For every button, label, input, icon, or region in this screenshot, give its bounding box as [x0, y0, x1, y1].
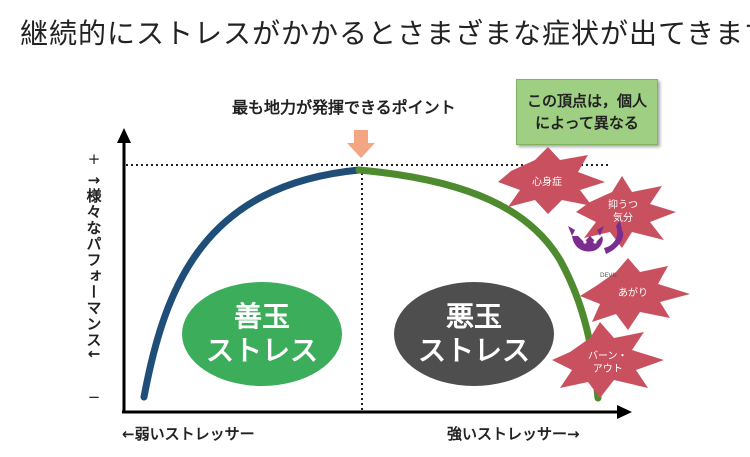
symptom-shinshinsho: 心身症	[532, 177, 562, 188]
good-stress-line-2: ストレス	[205, 334, 318, 367]
peak-point-label: 最も地力が発揮できるポイント	[232, 98, 456, 117]
y-axis-minus: −	[87, 388, 101, 406]
x-axis-arrowhead	[617, 405, 632, 419]
bad-stress-line-2: ストレス	[417, 334, 530, 367]
symptom-yokuutsu-line-1: 抑うつ	[608, 200, 638, 211]
burst-agari	[580, 258, 690, 330]
good-stress-curve	[140, 166, 363, 401]
y-axis-plus: +	[87, 150, 101, 168]
symptom-yokuutsu: 抑うつ 気分	[608, 199, 638, 225]
symptom-burnout-line-1: バーン・	[588, 351, 628, 362]
bad-stress-oval: 悪玉 ストレス	[394, 282, 554, 386]
symptom-agari: あがり	[618, 288, 648, 299]
x-axis-weak-label: ←弱いストレッサー	[122, 425, 255, 443]
note-line-1: この頂点は，個人	[526, 92, 647, 110]
note-line-2: によって異なる	[535, 114, 639, 132]
symptom-yokuutsu-line-2: 気分	[613, 213, 633, 224]
page-title: 継続的にストレスがかかるとさまざまな症状が出てきます	[20, 17, 750, 50]
individual-note-box: この頂点は，個人 によって異なる	[516, 79, 658, 145]
y-axis-arrowhead	[117, 128, 131, 143]
devil-icon	[568, 220, 624, 254]
burst-shinshinsho	[498, 147, 605, 214]
devil-text: DEVIL	[600, 272, 618, 279]
y-axis-title: ↑様々なパフォーマンス↓	[84, 174, 103, 362]
peak-down-arrow	[347, 130, 375, 158]
bad-stress-line-1: 悪玉	[445, 300, 502, 333]
good-stress-line-1: 善玉	[233, 300, 290, 333]
good-stress-oval: 善玉 ストレス	[182, 282, 342, 386]
y-axis-label: + ↑様々なパフォーマンス↓ −	[82, 150, 106, 406]
symptom-burnout-line-2: アウト	[592, 364, 623, 375]
x-axis-strong-label: 強いストレッサー→	[447, 425, 580, 443]
burst-burnout	[552, 322, 664, 398]
symptom-burnout: バーン・ アウト	[588, 350, 628, 376]
